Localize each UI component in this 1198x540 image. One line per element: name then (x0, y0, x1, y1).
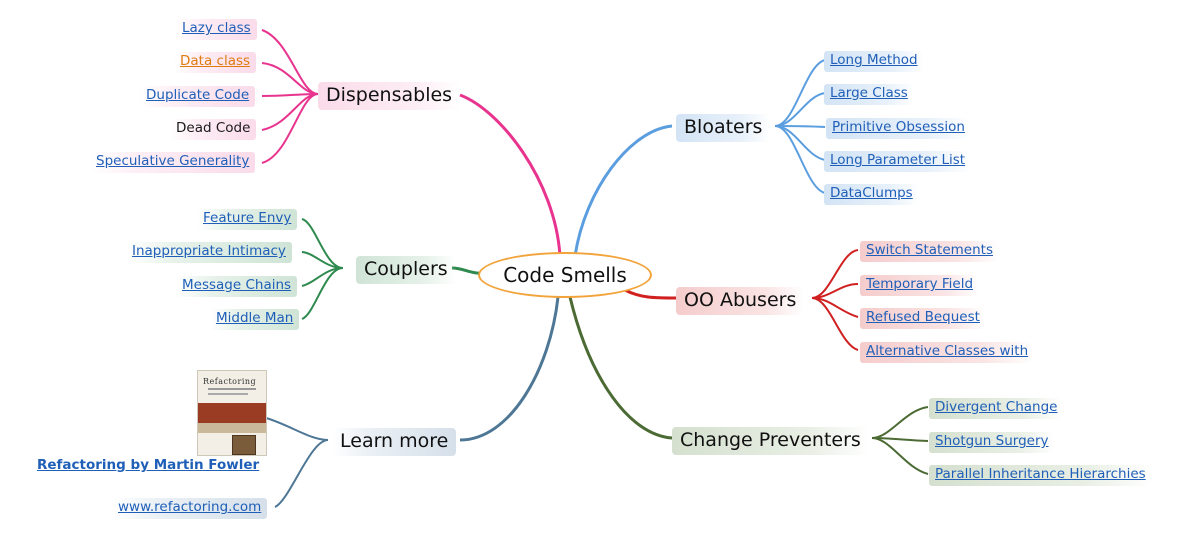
leaf-refused-bequest[interactable]: Refused Bequest (860, 308, 986, 329)
branch-dispensables-label: Dispensables (326, 84, 453, 106)
refactoring-book-cover[interactable]: Refactoring (197, 370, 267, 456)
leaf-large-class[interactable]: Large Class (824, 84, 914, 105)
branch-oo-abusers[interactable]: OO Abusers (676, 287, 805, 315)
link-refactoring-website[interactable]: www.refactoring.com (112, 498, 268, 519)
central-topic-label: Code Smells (503, 263, 627, 287)
leaf-shotgun-surgery[interactable]: Shotgun Surgery (929, 432, 1055, 453)
bloaters-connectors (573, 59, 826, 257)
leaf-temporary-field[interactable]: Temporary Field (860, 275, 980, 296)
leaf-feature-envy[interactable]: Feature Envy (197, 209, 298, 230)
change-preventers-connectors (568, 296, 929, 475)
branch-couplers-label: Couplers (364, 258, 448, 280)
leaf-alternative-classes[interactable]: Alternative Classes with (860, 342, 1035, 363)
leaf-divergent-change[interactable]: Divergent Change (929, 398, 1064, 419)
leaf-middle-man[interactable]: Middle Man (210, 309, 300, 330)
book-cover-subtitle-line (208, 388, 256, 390)
branch-couplers[interactable]: Couplers (356, 256, 456, 284)
branch-change-preventers[interactable]: Change Preventers (672, 427, 869, 455)
branch-learn-more-label: Learn more (340, 430, 449, 452)
leaf-long-parameter-list[interactable]: Long Parameter List (824, 151, 972, 172)
branch-change-preventers-label: Change Preventers (680, 429, 861, 451)
leaf-parallel-inheritance-hierarchies[interactable]: Parallel Inheritance Hierarchies (929, 465, 1152, 486)
book-cover-image (232, 435, 256, 455)
leaf-speculative-generality[interactable]: Speculative Generality (90, 152, 256, 173)
book-cover-band (198, 403, 266, 423)
leaf-dead-code[interactable]: Dead Code (170, 119, 257, 140)
book-cover-band (198, 423, 266, 433)
book-cover-subtitle-line (208, 393, 248, 395)
branch-dispensables[interactable]: Dispensables (318, 82, 461, 110)
central-topic[interactable]: Code Smells (478, 252, 652, 298)
leaf-dataclumps[interactable]: DataClumps (824, 184, 919, 205)
link-refactoring-book[interactable]: Refactoring by Martin Fowler (37, 457, 260, 473)
leaf-primitive-obsession[interactable]: Primitive Obsession (826, 118, 971, 139)
book-cover-title: Refactoring (203, 377, 257, 386)
branch-learn-more[interactable]: Learn more (332, 428, 457, 456)
oo-abusers-connectors (624, 249, 859, 351)
leaf-duplicate-code[interactable]: Duplicate Code (140, 86, 256, 107)
leaf-inappropriate-intimacy[interactable]: Inappropriate Intimacy (126, 242, 292, 263)
branch-oo-abusers-label: OO Abusers (684, 289, 797, 311)
dispensables-connectors (261, 29, 562, 257)
leaf-long-method[interactable]: Long Method (824, 51, 924, 72)
branch-bloaters[interactable]: Bloaters (676, 114, 771, 142)
leaf-switch-statements[interactable]: Switch Statements (860, 241, 999, 262)
leaf-data-class[interactable]: Data class (174, 52, 257, 73)
learn-more-connectors (265, 296, 560, 508)
branch-bloaters-label: Bloaters (684, 116, 763, 138)
leaf-lazy-class[interactable]: Lazy class (176, 19, 257, 40)
leaf-message-chains[interactable]: Message Chains (176, 276, 298, 297)
